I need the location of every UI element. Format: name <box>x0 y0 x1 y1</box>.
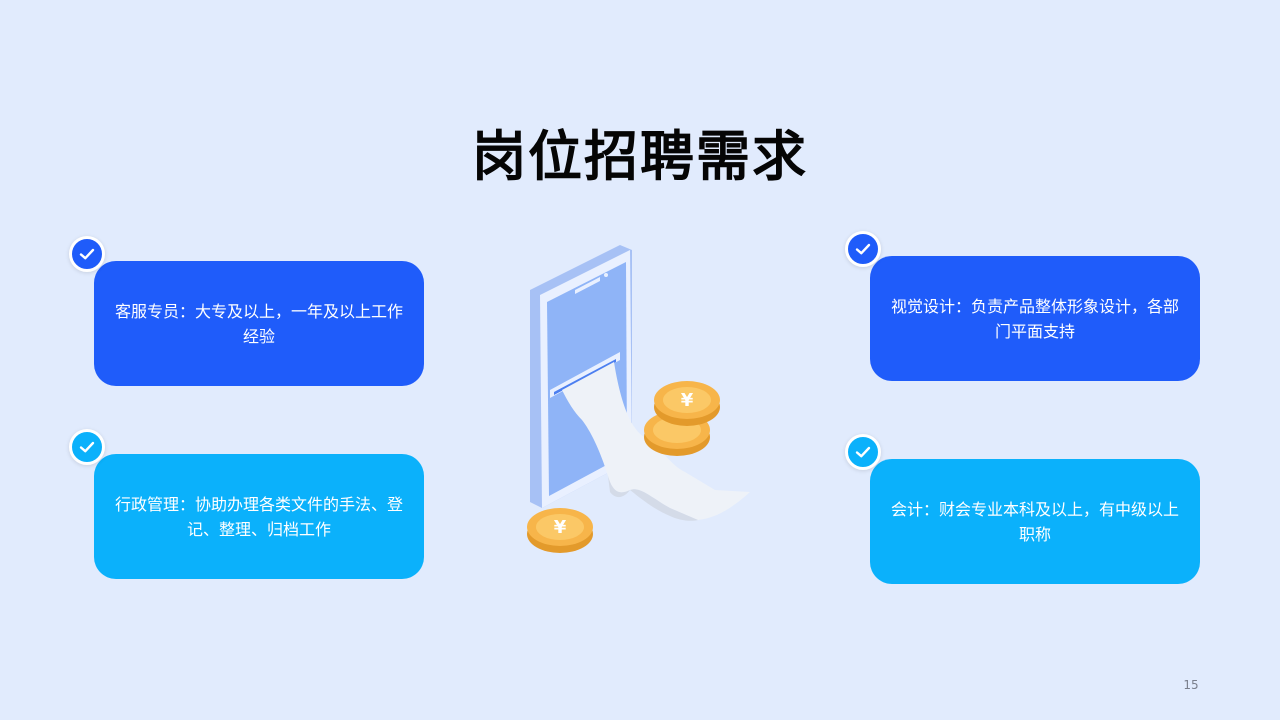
svg-text:¥: ¥ <box>681 390 694 411</box>
requirement-card-customer-service: 客服专员：大专及以上，一年及以上工作经验 <box>94 261 424 386</box>
svg-text:¥: ¥ <box>554 517 567 538</box>
requirement-card-administration: 行政管理：协助办理各类文件的手法、登记、整理、归档工作 <box>94 454 424 579</box>
requirement-card-accounting: 会计：财会专业本科及以上，有中级以上职称 <box>870 459 1200 584</box>
requirement-card-visual-design: 视觉设计：负责产品整体形象设计，各部门平面支持 <box>870 256 1200 381</box>
page-number: 15 <box>1183 678 1199 692</box>
page-title: 岗位招聘需求 <box>472 125 808 188</box>
check-icon <box>69 236 105 272</box>
phone-payment-illustration: ¥ ¥ <box>527 245 750 553</box>
requirement-text: 客服专员：大专及以上，一年及以上工作经验 <box>114 301 403 346</box>
check-icon <box>845 434 881 470</box>
requirement-text: 视觉设计：负责产品整体形象设计，各部门平面支持 <box>890 296 1179 341</box>
requirement-text: 会计：财会专业本科及以上，有中级以上职称 <box>890 499 1179 544</box>
requirement-text: 行政管理：协助办理各类文件的手法、登记、整理、归档工作 <box>114 494 403 539</box>
check-icon <box>845 231 881 267</box>
check-icon <box>69 429 105 465</box>
